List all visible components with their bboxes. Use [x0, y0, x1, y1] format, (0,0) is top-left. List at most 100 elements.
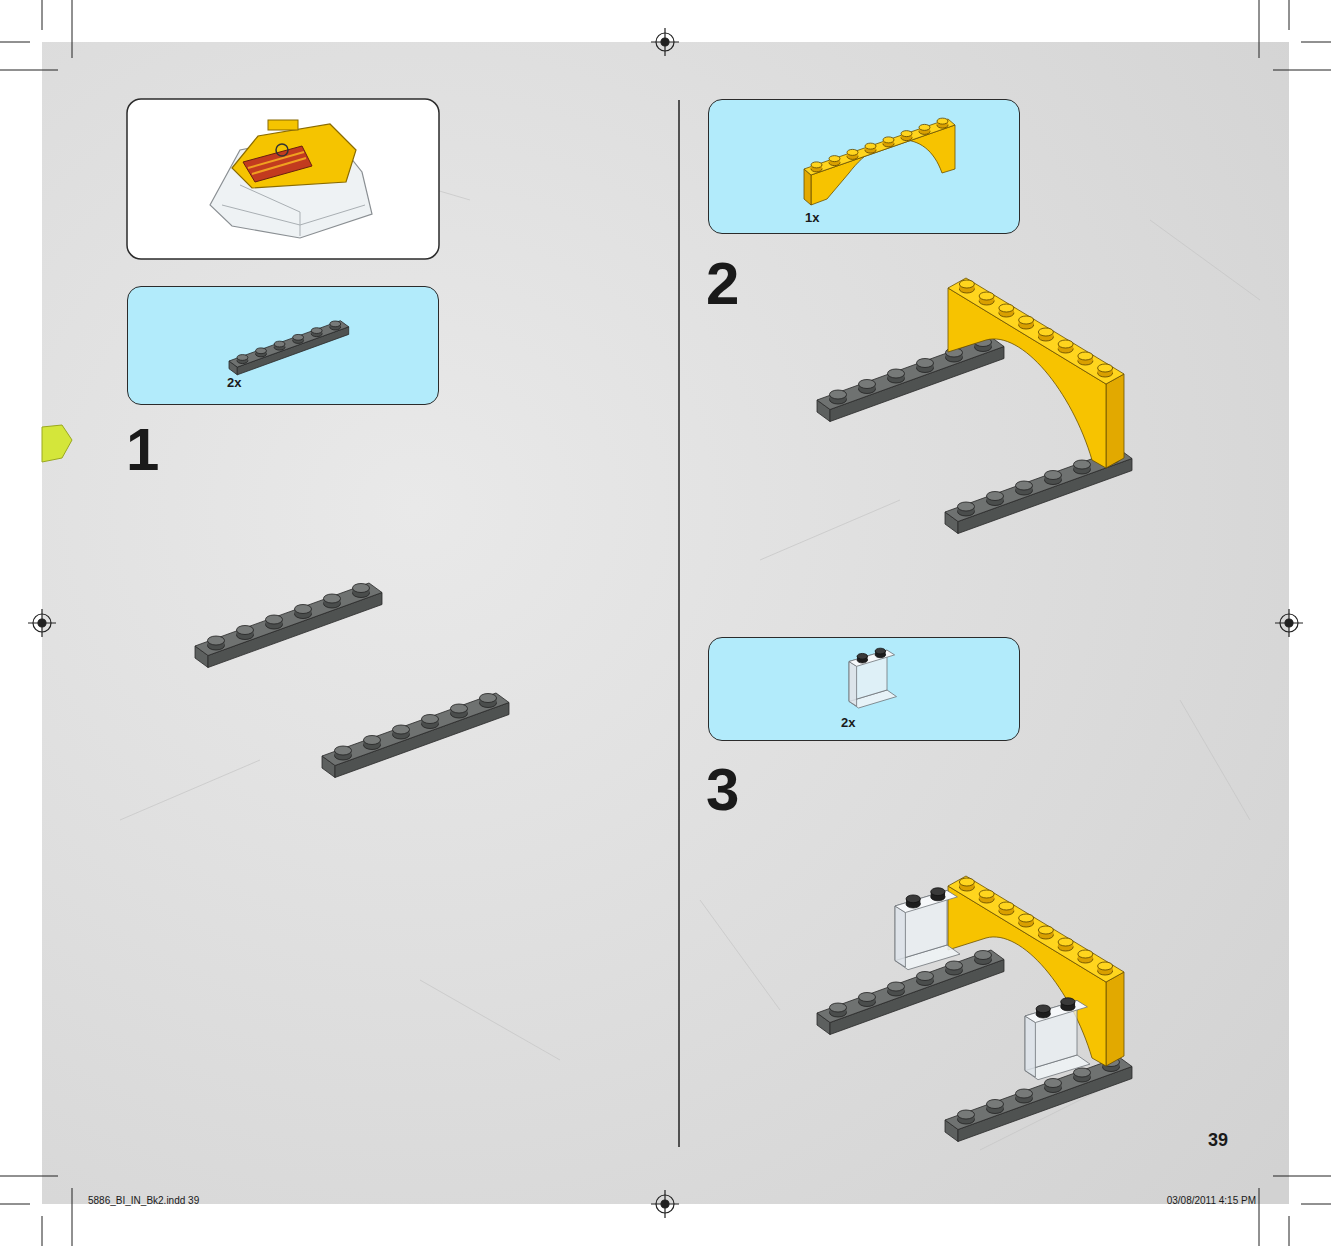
- panel-side: [1025, 1016, 1035, 1077]
- stud: [1098, 962, 1113, 975]
- stud: [1098, 364, 1113, 377]
- stud-top: [1058, 340, 1073, 348]
- stud-top: [859, 380, 876, 389]
- stud-top: [1078, 950, 1093, 958]
- stud-top: [859, 993, 876, 1002]
- plate-front: [237, 327, 348, 375]
- stud-top: [256, 348, 267, 354]
- plate-1x6: [817, 337, 1004, 422]
- stud-top: [1098, 364, 1113, 372]
- stud: [335, 746, 352, 760]
- stud-top: [999, 902, 1014, 910]
- part-count: 2x: [841, 716, 855, 730]
- stud-top: [1098, 962, 1113, 970]
- stud: [1038, 328, 1053, 341]
- previous-page-part: [42, 425, 72, 462]
- arch-front: [811, 125, 955, 205]
- stud-top: [208, 636, 225, 645]
- stud-top: [937, 118, 948, 124]
- part-callout: 2x: [708, 637, 1020, 741]
- stud-top: [1038, 328, 1053, 336]
- stud-top: [917, 359, 934, 368]
- stud-top: [237, 355, 248, 361]
- panel-1x2x2: [1025, 998, 1090, 1080]
- submodel-frame: [127, 99, 439, 259]
- stud: [959, 280, 974, 293]
- stud-top: [480, 694, 497, 703]
- stud-top: [1074, 1068, 1091, 1077]
- panel-cap: [895, 890, 957, 912]
- stud: [1045, 471, 1062, 485]
- stud-top: [946, 961, 963, 970]
- stud-top: [987, 1100, 1004, 1109]
- plate-1x6: [195, 583, 382, 668]
- stud: [999, 902, 1014, 915]
- stud: [1016, 481, 1033, 495]
- panel-cap: [849, 650, 895, 666]
- step-number: 2: [706, 254, 739, 314]
- stud-top: [1019, 914, 1034, 922]
- stud: [917, 359, 934, 373]
- arch-part: [804, 118, 955, 205]
- submodel-box: [127, 99, 439, 259]
- stud: [830, 1003, 847, 1017]
- vehicle-panel: [243, 146, 312, 182]
- stud: [1058, 340, 1073, 353]
- stud: [1019, 914, 1034, 927]
- part-count: 1x: [805, 211, 819, 225]
- part-group: [804, 118, 955, 205]
- stud: [353, 584, 370, 598]
- stud: [237, 355, 248, 364]
- stud: [1058, 938, 1073, 951]
- plate-front: [830, 347, 1004, 422]
- part-callout: 1x: [708, 99, 1020, 234]
- stud: [883, 137, 894, 147]
- stud-top: [958, 502, 975, 511]
- stud: [917, 972, 934, 986]
- stud-top: [266, 615, 283, 624]
- stud-top: [311, 328, 322, 334]
- column-divider: [678, 100, 680, 1147]
- stud: [480, 694, 497, 708]
- stud-top: [875, 648, 885, 654]
- stud-top: [1036, 1005, 1050, 1013]
- stud-top: [931, 888, 945, 896]
- stud-top: [857, 653, 867, 659]
- vehicle-top-brick: [268, 120, 298, 130]
- registration-marks: [28, 28, 1303, 1218]
- panel-side: [849, 662, 857, 707]
- stud: [975, 951, 992, 965]
- stud-top: [883, 137, 894, 143]
- stud-top: [1058, 938, 1073, 946]
- stud: [324, 594, 341, 608]
- stud: [451, 704, 468, 718]
- stud: [829, 156, 840, 166]
- stud-top: [959, 280, 974, 288]
- plate-1x6: [322, 693, 509, 778]
- stud: [266, 615, 283, 629]
- stud: [875, 648, 885, 658]
- stud: [959, 878, 974, 891]
- panel-side: [895, 906, 905, 967]
- plate-top: [229, 321, 349, 367]
- stud: [1036, 1005, 1050, 1018]
- stud-top: [979, 292, 994, 300]
- stud: [987, 1100, 1004, 1114]
- stud-top: [393, 725, 410, 734]
- stud: [293, 334, 304, 343]
- stud-top: [958, 1110, 975, 1119]
- stud: [958, 502, 975, 516]
- hull-lines: [222, 185, 365, 236]
- stud: [830, 390, 847, 404]
- stud-top: [293, 334, 304, 340]
- stud: [946, 961, 963, 975]
- plate-front: [208, 593, 382, 668]
- plate-top: [322, 693, 509, 766]
- stud-top: [888, 982, 905, 991]
- stud-top: [975, 951, 992, 960]
- stud-top: [987, 492, 1004, 501]
- stud: [859, 993, 876, 1007]
- stud: [295, 605, 312, 619]
- arch-side: [1106, 972, 1124, 1066]
- vehicle-top: [232, 124, 356, 188]
